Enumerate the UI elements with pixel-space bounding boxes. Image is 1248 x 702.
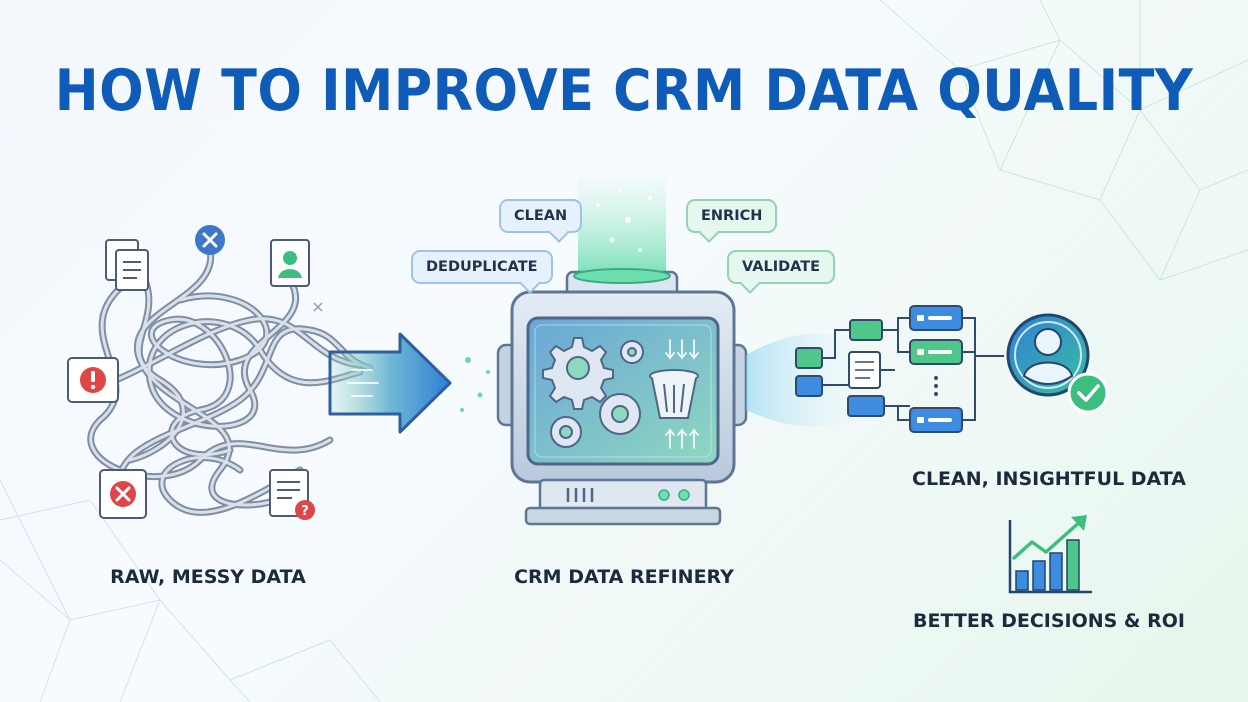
refinery-machine [496, 268, 748, 526]
gear-icon [599, 393, 641, 435]
user-icon [270, 239, 310, 287]
step-deduplicate: DEDUPLICATE [411, 250, 553, 294]
step-enrich-label: ENRICH [701, 208, 763, 224]
user-icon [1006, 313, 1090, 397]
beam-particles [596, 188, 652, 252]
step-validate-label: VALIDATE [742, 259, 821, 275]
error-icon [99, 469, 147, 519]
gear-icon [550, 416, 582, 448]
check-icon [1067, 372, 1109, 414]
structured-data-tree [795, 305, 1004, 433]
page-title: HOW TO IMPROVE CRM DATA QUALITY [54, 58, 1194, 124]
svg-text:?: ? [301, 504, 309, 519]
document-icon [105, 239, 149, 291]
question-icon: ? [269, 469, 315, 520]
sparkle-particles [460, 357, 490, 412]
step-clean-label: CLEAN [514, 208, 568, 224]
step-enrich: ENRICH [686, 199, 778, 243]
x-icon [195, 225, 225, 255]
input-arrow [328, 332, 452, 434]
gear-icon [542, 337, 614, 410]
refinery-caption: CRM DATA REFINERY [514, 566, 734, 588]
raw-data-caption: RAW, MESSY DATA [110, 566, 306, 588]
alert-icon [67, 357, 119, 403]
clean-data-caption: CLEAN, INSIGHTFUL DATA [912, 468, 1186, 490]
trash-icon [649, 369, 699, 419]
step-deduplicate-label: DEDUPLICATE [426, 259, 538, 275]
gear-icon [620, 340, 644, 364]
growth-chart-icon [1008, 515, 1092, 594]
decisions-caption: BETTER DECISIONS & ROI [913, 610, 1185, 632]
tangled-wires [86, 246, 374, 516]
step-validate: VALIDATE [727, 250, 836, 294]
step-clean: CLEAN [499, 199, 583, 243]
green-beam [578, 178, 666, 278]
small-x-mark [313, 302, 323, 312]
